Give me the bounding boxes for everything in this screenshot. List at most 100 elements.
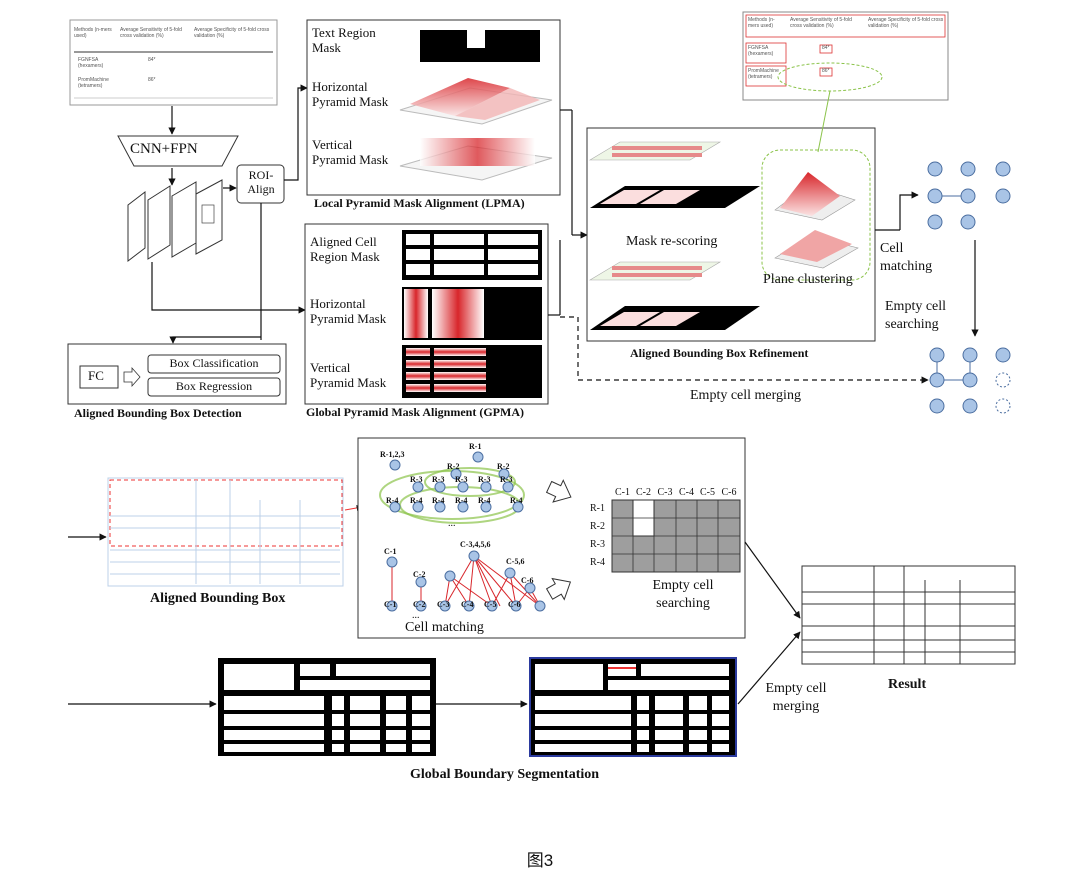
horizontal-pyramid-mask-image [402,287,542,340]
refinement-table-image [742,11,949,153]
row-node-label: R-4 [386,496,399,505]
col-node-label: C-3 [437,600,450,609]
col-node-label: C-2 [413,600,426,609]
refinement-table-cell: PromMachine (tetramers) [748,68,779,80]
grid-col-header: C-1 [615,487,630,498]
col-graph-ellipsis: ... [412,610,420,621]
refinement-table-header-3: Average Specificity of 5-fold cross vali… [868,17,944,29]
aligned-bounding-box-caption: Aligned Bounding Box [150,591,286,606]
empty-cell-merging-label: Empty cell merging [690,388,801,403]
global-boundary-segmentation-colored [529,657,737,757]
row-node-label: R-3 [500,475,513,484]
text-region-mask-label: Text Region Mask [312,25,376,55]
col-node-label: C-5 [484,600,497,609]
row-node-label: R-4 [410,496,423,505]
input-table-header-1: Methods (n-mers used) [74,27,112,39]
mask-rescoring-label: Mask re-scoring [626,234,718,249]
refinement-caption: Aligned Bounding Box Refinement [630,346,809,360]
row-node-label: R-2 [447,462,460,471]
refinement-table-header-1: Methods (n-mers used) [748,17,775,29]
row-node-label: R-3 [410,475,423,484]
text-region-mask-image [420,30,540,62]
cell-matching-caption: Cell matching [405,620,484,635]
vertical-pyramid-mask-image [402,345,542,398]
grid-col-header: C-2 [636,487,651,498]
empty-cell-merging-caption: Empty cell merging [765,681,827,715]
refinement-table-header-2: Average Sensitivity of 5-fold cross vali… [790,17,852,29]
gpma-caption: Global Pyramid Mask Alignment (GPMA) [306,405,524,419]
grid-col-header: C-3 [657,487,673,498]
plane-clustering-panel [761,149,871,281]
figure-caption: 图3 [526,851,554,870]
aligned-bounding-box-table [107,477,344,587]
col-node-label: C-4 [461,600,474,609]
refinement-table-cell: FGNFSA (hexamers) [748,45,774,57]
hollow-arrow-upper [545,479,572,503]
mask-rescoring-planes [588,141,760,330]
row-node-label: R-4 [455,496,468,505]
grid-col-header: C-5 [700,487,715,498]
col-node-label: C-6 [521,576,534,585]
lpma-caption: Local Pyramid Mask Alignment (LPMA) [314,196,525,210]
row-graph-ellipsis: ... [448,518,456,529]
column-graph [386,550,546,612]
feature-map-stack [127,179,223,263]
grid-row-header: R-4 [590,557,605,568]
input-table-cell: FGNFSA (hexamers) [78,57,104,69]
row-node-label: R-3 [455,475,468,484]
lpma-vertical-label: Vertical Pyramid Mask [312,137,389,167]
empty-cell-grid [611,499,741,573]
col-node-label: C-1 [384,547,397,556]
row-node-label: R-4 [432,496,445,505]
row-node-label: R-2 [497,462,510,471]
row-node-label: R-3 [478,475,491,484]
hollow-arrow-lower [545,577,572,601]
col-node-label: C-6 [508,600,521,609]
vertical-pyramid-plane [399,138,553,181]
node-graph-bottom [929,347,1011,414]
col-node-label: C-5,6 [506,557,525,566]
backbone-label: CNN+FPN [130,141,198,157]
grid-col-header: C-6 [721,487,737,498]
refinement-table-cell: 84* [822,45,830,51]
backbone-box [117,135,239,167]
box-classification-label: Box Classification [169,356,259,370]
col-node-label: C-3,4,5,6 [460,540,491,549]
empty-cell-searching-label: Empty cell searching [885,299,947,333]
row-node-label: R-1 [469,442,482,451]
global-boundary-caption: Global Boundary Segmentation [410,767,600,782]
refinement-table-cell: 86* [822,68,830,74]
input-table-header-3: Average Specificity of 5-fold cross vali… [194,27,270,39]
fc-label: FC [88,368,104,383]
row-node-label: R-1,2,3 [380,450,405,459]
input-table-image [69,19,278,106]
grid-row-header: R-2 [590,521,605,532]
detection-caption: Aligned Bounding Box Detection [74,406,242,420]
input-table-cell: PromMachine (tetramers) [78,77,109,89]
row-node-label: R-4 [510,496,523,505]
gpma-cell-mask-label: Aligned Cell Region Mask [310,234,380,264]
row-graph [379,451,525,524]
row-node-label: R-3 [432,475,445,484]
empty-cell-searching-caption: Empty cell searching [652,578,714,612]
roi-align-label: ROI- Align [247,168,275,197]
refinement-box [586,127,876,342]
global-boundary-segmentation-black [218,658,436,756]
grid-col-header: C-4 [679,487,694,498]
grid-row-header: R-1 [590,503,605,514]
aligned-cell-region-mask-image [402,230,542,280]
horizontal-pyramid-plane [399,78,553,125]
gpma-horizontal-label: Horizontal Pyramid Mask [310,296,387,326]
result-caption: Result [888,677,927,692]
node-graph-top [927,161,1011,230]
box-regression-label: Box Regression [175,379,253,393]
col-node-label: C-2 [413,570,426,579]
plane-clustering-label: Plane clustering [763,272,853,287]
result-table [801,565,1016,665]
row-node-label: R-4 [478,496,491,505]
lpma-horizontal-label: Horizontal Pyramid Mask [312,79,389,109]
col-node-label: C-1 [384,600,397,609]
gpma-vertical-label: Vertical Pyramid Mask [310,360,387,390]
input-table-cell: 84* [148,57,156,63]
